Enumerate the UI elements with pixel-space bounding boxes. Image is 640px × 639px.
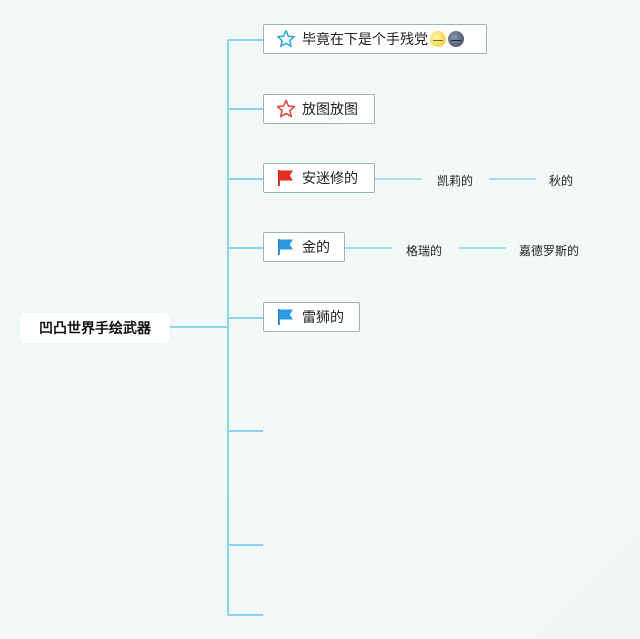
- topic-node-1[interactable]: 毕竟在下是个手残党: [263, 24, 487, 54]
- topic-node-2[interactable]: 放图放图: [263, 94, 375, 124]
- topic-label-1: 毕竟在下是个手残党: [302, 32, 428, 48]
- sun-face-emoji-icon: [430, 31, 446, 47]
- topic-label-4: 金的: [302, 240, 330, 256]
- subtopic-label: 凯莉的: [437, 174, 474, 188]
- topic-label-5: 雷狮的: [302, 310, 344, 326]
- star-outline-icon: [276, 29, 296, 49]
- root-topic-label: 凹凸世界手绘武器: [39, 321, 151, 337]
- topic-label-2: 放图放图: [302, 102, 358, 118]
- flag-icon: [276, 168, 296, 188]
- subtopic-label: 格瑞的: [406, 244, 443, 258]
- subtopic-label: 嘉德罗斯的: [519, 244, 580, 258]
- subtopic-3-2[interactable]: 秋的: [549, 172, 573, 189]
- subtopic-4-1[interactable]: 格瑞的: [406, 242, 442, 259]
- moon-face-emoji-icon: [448, 31, 464, 47]
- topic-node-4[interactable]: 金的: [263, 232, 345, 262]
- topic-node-3[interactable]: 安迷修的: [263, 163, 375, 193]
- subtopic-label: 秋的: [549, 174, 574, 188]
- root-topic[interactable]: 凹凸世界手绘武器: [20, 313, 170, 343]
- topic-node-5[interactable]: 雷狮的: [263, 302, 360, 332]
- topic-label-3: 安迷修的: [302, 171, 358, 187]
- subtopic-3-1[interactable]: 凯莉的: [437, 172, 473, 189]
- subtopic-4-2[interactable]: 嘉德罗斯的: [519, 242, 579, 259]
- flag-icon: [276, 237, 296, 257]
- star-outline-icon: [276, 99, 296, 119]
- flag-icon: [276, 307, 296, 327]
